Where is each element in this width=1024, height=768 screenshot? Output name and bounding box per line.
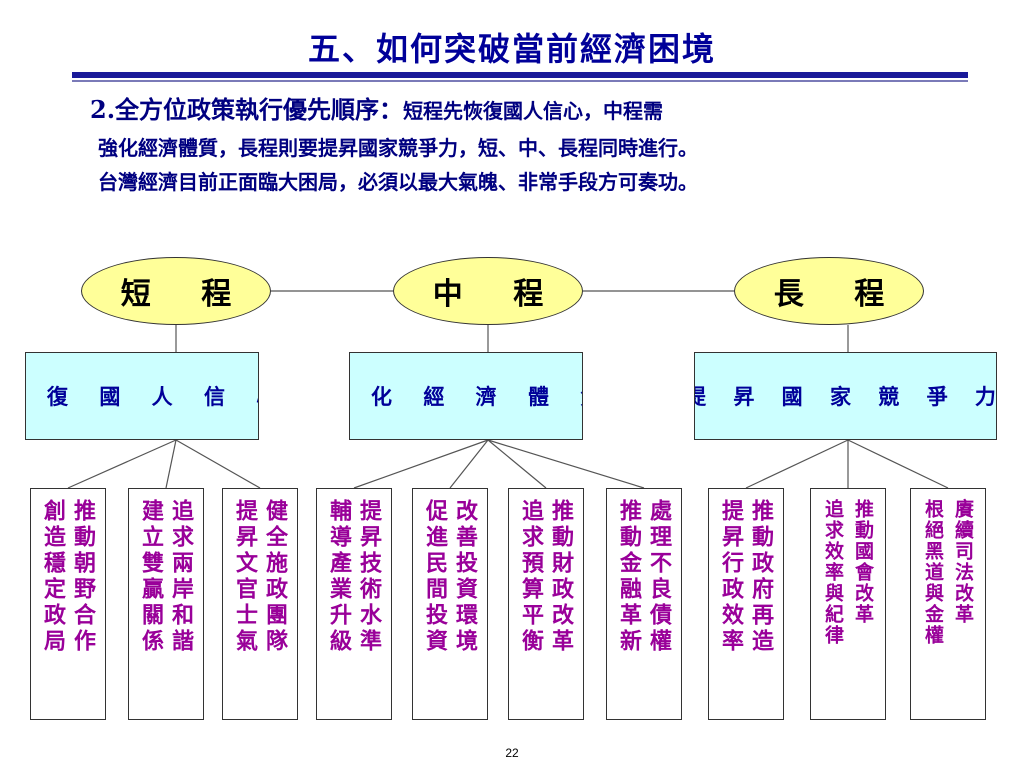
action-col-b: 提昇文官士氣: [232, 499, 258, 655]
connector-leaf-7: [487, 439, 645, 489]
action-col-a: 推動國會改革: [852, 499, 874, 625]
goal-box-short: 恢 復 國 人 信 心: [25, 352, 259, 440]
slide-title: 五、如何突破當前經濟困境: [307, 30, 716, 68]
action-box-2: 追求兩岸和諧 建立雙贏關係: [128, 488, 204, 720]
action-col-b: 根絕黑道與金權: [922, 499, 944, 646]
action-col-a: 推動財政改革: [548, 499, 574, 655]
term-oval-mid: 中 程: [393, 257, 583, 325]
action-col-b: 輔導產業升級: [326, 499, 352, 655]
intro-line-3: 台灣經濟目前正面臨大困局，必須以最大氣魄、非常手段方可奏功。: [98, 170, 698, 194]
action-col-a: 提昇技術水準: [356, 499, 382, 655]
connector-leaf-8: [745, 439, 849, 489]
action-box-6: 推動財政改革 追求預算平衡: [508, 488, 584, 720]
action-box-7: 處理不良債權 推動金融革新: [606, 488, 682, 720]
action-col-a: 推動政府再造: [748, 499, 774, 655]
action-box-5: 改善投資環境 促進民間投資: [412, 488, 488, 720]
action-col-a: 追求兩岸和諧: [168, 499, 194, 655]
intro-line-2: 強化經濟體質，長程則要提昇國家競爭力，短、中、長程同時進行。: [98, 136, 698, 160]
action-col-b: 追求效率與紀律: [822, 499, 844, 646]
connector-leaf-5: [449, 439, 489, 489]
term-oval-short: 短 程: [81, 257, 271, 325]
action-box-4: 提昇技術水準 輔導產業升級: [316, 488, 392, 720]
title-underline-thin: [72, 80, 968, 82]
action-box-10: 賡續司法改革 根絕黑道與金權: [910, 488, 986, 720]
action-col-b: 促進民間投資: [422, 499, 448, 655]
intro-heading: 2.全方位政策執行優先順序：: [90, 95, 404, 124]
intro-line-1-rest: 短程先恢復國人信心，中程需: [403, 99, 664, 123]
connector-leaf-6: [487, 439, 547, 489]
action-col-b: 提昇行政效率: [718, 499, 744, 655]
connector-leaf-4: [353, 439, 489, 489]
action-col-b: 創造穩定政局: [40, 499, 66, 655]
connector-leaf-1: [67, 439, 177, 489]
connector-leaf-10: [847, 439, 949, 489]
connector-leaf-3: [175, 439, 261, 489]
intro-line-1: 2.全方位政策執行優先順序：短程先恢復國人信心，中程需: [90, 90, 663, 125]
action-box-8: 推動政府再造 提昇行政效率: [708, 488, 784, 720]
action-col-b: 推動金融革新: [616, 499, 642, 655]
action-col-b: 追求預算平衡: [518, 499, 544, 655]
action-box-1: 推動朝野合作 創造穩定政局: [30, 488, 106, 720]
goal-box-mid: 強 化 經 濟 體 質: [349, 352, 583, 440]
action-col-a: 推動朝野合作: [70, 499, 96, 655]
term-oval-long: 長 程: [734, 257, 924, 325]
title-underline: [72, 72, 968, 78]
page-number: 22: [505, 746, 519, 760]
action-box-9: 推動國會改革 追求效率與紀律: [810, 488, 886, 720]
connector-leaf-2: [165, 439, 177, 489]
action-col-b: 建立雙贏關係: [138, 499, 164, 655]
action-col-a: 處理不良債權: [646, 499, 672, 655]
action-box-3: 健全施政團隊 提昇文官士氣: [222, 488, 298, 720]
action-col-a: 賡續司法改革: [952, 499, 974, 625]
action-col-a: 改善投資環境: [452, 499, 478, 655]
action-col-a: 健全施政團隊: [262, 499, 288, 655]
goal-box-long: 提 昇 國 家 競 爭 力: [694, 352, 997, 440]
